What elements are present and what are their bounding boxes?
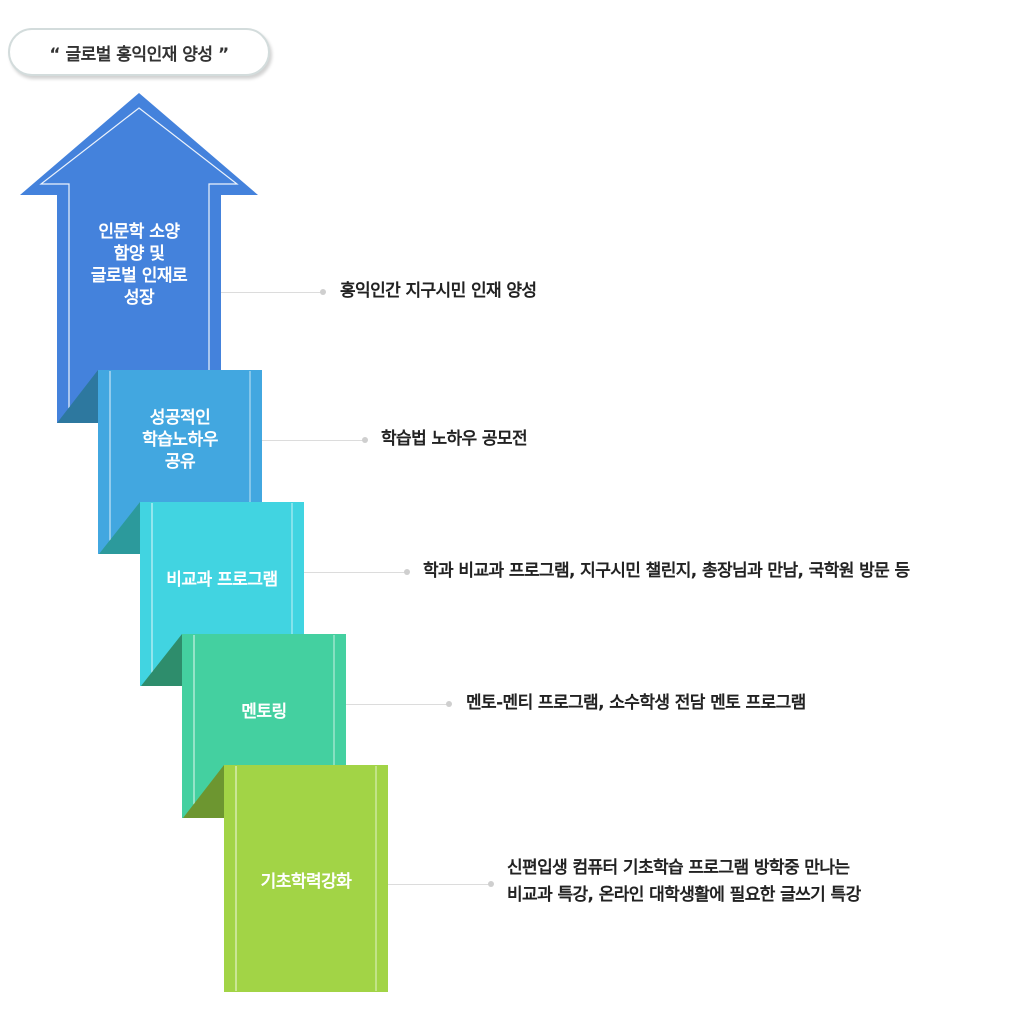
step-label-0: 인문학 소양 함양 및 글로벌 인재로 성장 [90, 221, 188, 309]
step-description-1: 학습법 노하우 공모전 [381, 429, 528, 449]
fold-triangle-3 [141, 634, 182, 686]
step-label-2: 비교과 프로그램 [166, 569, 278, 590]
connector-dot-0 [320, 289, 326, 295]
arrow-shape [20, 93, 258, 423]
fold-triangle-1 [57, 370, 98, 423]
connector-dot-4 [488, 881, 494, 887]
connector-line-1 [262, 440, 364, 441]
step-label-1: 성공적인 학습노하우 공유 [142, 407, 218, 473]
step-panel-4 [183, 765, 388, 992]
connector-dot-3 [446, 701, 452, 707]
step-description-0: 홍익인간 지구시민 인재 양성 [340, 281, 537, 301]
connector-line-4 [388, 884, 490, 885]
step-label-4: 기초학력강화 [260, 871, 352, 892]
title-badge: “ 글로벌 홍익인재 양성 ” [8, 28, 270, 76]
connector-line-3 [346, 704, 448, 705]
step-description-3: 멘토-멘티 프로그램, 소수학생 전담 멘토 프로그램 [466, 693, 806, 713]
fold-triangle-2 [99, 502, 140, 554]
connector-line-0 [221, 292, 322, 293]
connector-dot-1 [362, 437, 368, 443]
title-badge-text: “ 글로벌 홍익인재 양성 ” [49, 44, 229, 65]
fold-triangle-4 [183, 765, 224, 818]
step-label-3: 멘토링 [241, 701, 287, 722]
connector-line-2 [304, 572, 406, 573]
connector-dot-2 [404, 569, 410, 575]
step-description-2: 학과 비교과 프로그램, 지구시민 챌린지, 총장님과 만남, 국학원 방문 등 [423, 561, 910, 581]
step-description-4: 신편입생 컴퓨터 기초학습 프로그램 방학중 만나는 비교과 특강, 온라인 대… [507, 858, 861, 906]
